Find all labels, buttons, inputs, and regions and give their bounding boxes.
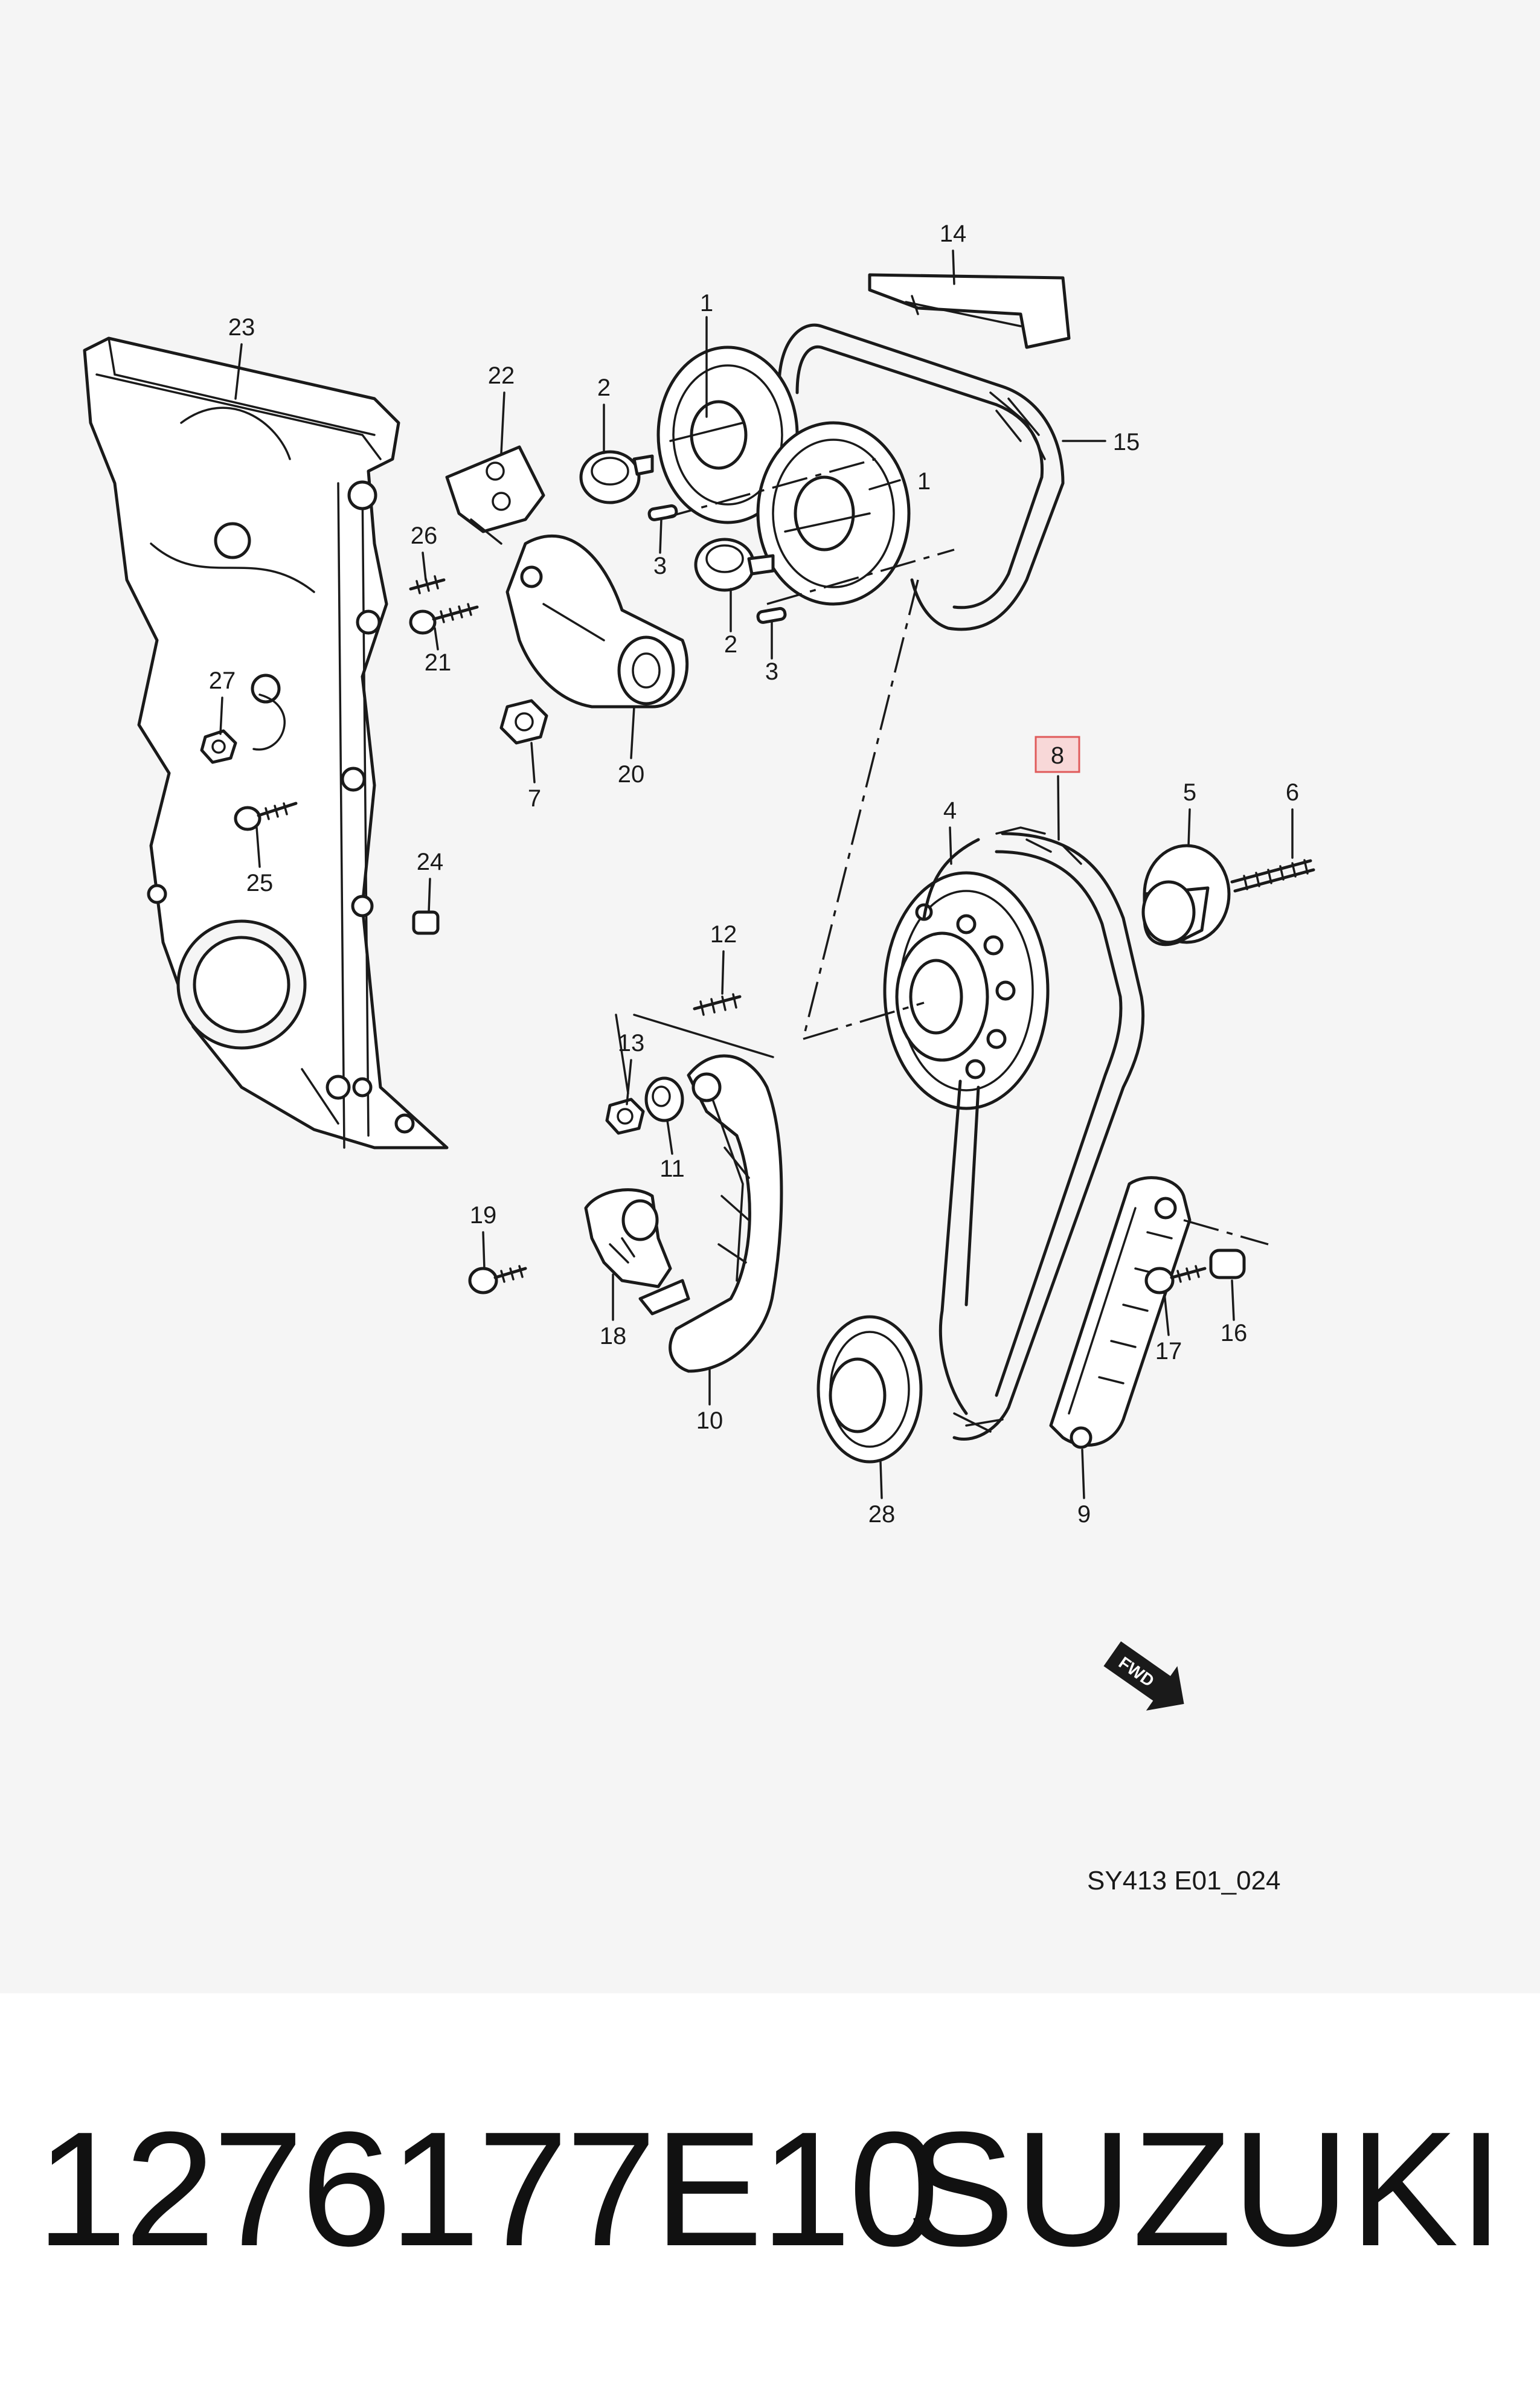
- callout-14[interactable]: 14: [940, 220, 967, 247]
- callout-19[interactable]: 19: [470, 1202, 497, 1229]
- guide-nut: [605, 1098, 645, 1135]
- exploded-parts-diagram: 14 15 1 1 2 2 3 3 22 23 26 21 27 25 24 7…: [83, 220, 1315, 1895]
- bolt-21: [409, 603, 479, 635]
- cover-nut: [200, 729, 237, 764]
- brand-name: SUZUKI: [905, 2098, 1504, 2280]
- callout-28[interactable]: 28: [868, 1501, 896, 1528]
- forward-direction-arrow: FWD: [1103, 1641, 1184, 1711]
- callout-1-upper[interactable]: 1: [700, 290, 713, 317]
- callout-2-upper[interactable]: 2: [597, 375, 611, 401]
- stud-12: [693, 993, 742, 1016]
- callout-20[interactable]: 20: [618, 761, 645, 788]
- callout-8[interactable]: 8: [1051, 742, 1064, 769]
- callout-13[interactable]: 13: [618, 1030, 645, 1056]
- cover-bolt: [234, 802, 298, 831]
- callout-1-lower[interactable]: 1: [917, 468, 931, 495]
- chain-tensioner: [584, 1188, 690, 1316]
- callout-10[interactable]: 10: [696, 1407, 723, 1434]
- callout-9[interactable]: 9: [1077, 1501, 1091, 1528]
- chain-tensioner-arm: [505, 534, 689, 709]
- callout-8-highlight: [1035, 736, 1080, 773]
- callout-15[interactable]: 15: [1113, 429, 1140, 455]
- callout-16[interactable]: 16: [1221, 1320, 1248, 1346]
- callout-11[interactable]: 11: [659, 1156, 685, 1182]
- guide-spacer-16: [1209, 1249, 1246, 1279]
- callout-3-upper[interactable]: 3: [653, 553, 667, 579]
- tensioner-nut: [499, 699, 548, 745]
- callout-2-lower[interactable]: 2: [724, 631, 737, 658]
- diagram-reference-code: SY413 E01_024: [1087, 1866, 1281, 1895]
- upper-timing-chain: [777, 323, 1065, 631]
- sprocket-bolt-lower: [694, 538, 775, 592]
- callout-labels: 14 15 1 1 2 2 3 3 22 23 26 21 27 25 24 7…: [209, 220, 1299, 1528]
- tensioner-plate: [445, 445, 545, 545]
- lower-timing-chain: [922, 826, 1145, 1441]
- leader-lines: [219, 249, 1294, 1499]
- callout-18[interactable]: 18: [600, 1323, 627, 1349]
- callout-27[interactable]: 27: [209, 667, 236, 694]
- callout-26[interactable]: 26: [411, 522, 438, 549]
- callout-25[interactable]: 25: [246, 870, 274, 896]
- crank-sprocket-assembly: [883, 871, 1050, 1110]
- sprocket-bolt-upper: [579, 450, 654, 504]
- dowel-pin-lower: [756, 606, 787, 624]
- timing-chain-cover: [83, 336, 449, 1149]
- tensioner-bolt: [468, 1265, 527, 1294]
- pin-24: [412, 910, 440, 935]
- stud-26: [409, 575, 446, 594]
- part-number: 1276177E10: [36, 2098, 940, 2280]
- callout-6[interactable]: 6: [1286, 779, 1299, 806]
- tensioner-chain-guide: [669, 1054, 783, 1373]
- callout-23[interactable]: 23: [228, 314, 255, 341]
- crankshaft-sprocket: [817, 1315, 923, 1464]
- callout-24[interactable]: 24: [417, 849, 444, 875]
- guide-bolt: [1144, 1265, 1207, 1294]
- callout-12[interactable]: 12: [710, 921, 737, 948]
- idler-bushing: [1141, 844, 1231, 947]
- callout-17[interactable]: 17: [1155, 1338, 1182, 1365]
- diagram-canvas: 14 15 1 1 2 2 3 3 22 23 26 21 27 25 24 7…: [83, 220, 1315, 1895]
- part-footer: 1276177E10 SUZUKI: [0, 1993, 1540, 2392]
- guide-spacer: [644, 1076, 684, 1122]
- callout-7[interactable]: 7: [528, 785, 541, 812]
- camshaft-sprocket-lower: [756, 421, 911, 606]
- idler-bolt: [1230, 859, 1315, 893]
- callout-22[interactable]: 22: [488, 362, 515, 389]
- callout-21[interactable]: 21: [425, 649, 452, 676]
- callout-3-lower[interactable]: 3: [765, 658, 778, 685]
- callout-5[interactable]: 5: [1183, 779, 1196, 806]
- callout-4[interactable]: 4: [943, 797, 957, 824]
- reference-lines: [615, 458, 1269, 1246]
- fixed-chain-guide: [1049, 1176, 1192, 1449]
- upper-chain-guide: [868, 273, 1071, 349]
